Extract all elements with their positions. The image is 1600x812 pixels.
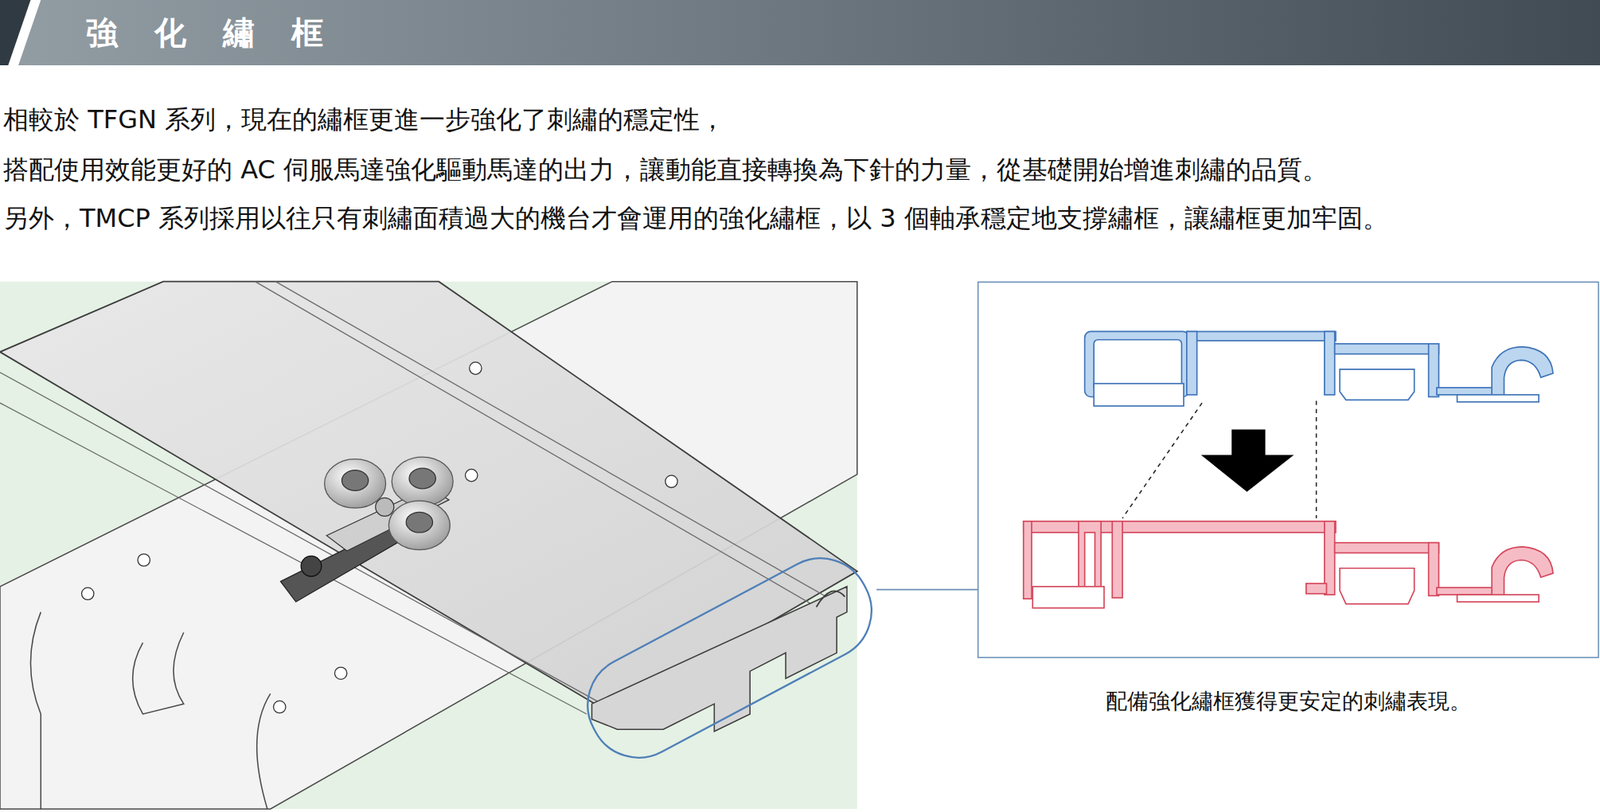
profile-pad xyxy=(1093,383,1184,406)
profile-wall xyxy=(1112,521,1123,598)
new-profile xyxy=(1023,521,1554,609)
bearing-hub xyxy=(341,470,368,492)
bearing-ring xyxy=(388,500,450,551)
table-band xyxy=(0,281,858,809)
dashed-guide xyxy=(1315,401,1318,519)
bearing-hub xyxy=(405,511,433,533)
screw xyxy=(137,554,150,566)
bearing xyxy=(324,456,454,551)
profile-pad xyxy=(1339,568,1415,605)
bearing-hub xyxy=(409,468,436,489)
dashed-guide xyxy=(1122,402,1202,519)
profile-hook xyxy=(1491,347,1554,397)
rail-hook xyxy=(816,590,846,607)
old-profile xyxy=(1084,331,1554,406)
profile-top xyxy=(1023,521,1336,533)
profile-step xyxy=(1334,542,1440,554)
leader-line xyxy=(876,589,978,591)
caption-text: 配備強化繡框獲得更安定的刺繡表現。 xyxy=(977,685,1599,718)
bolt xyxy=(300,555,322,577)
callout-outline xyxy=(570,541,890,776)
body-text: 搭配使用效能更好的 AC 伺服馬達強化驅動馬達的出力，讓動能直接轉換為下針的力量… xyxy=(3,152,1328,188)
bolt xyxy=(375,497,395,516)
profile-top xyxy=(1186,331,1336,341)
green-ground xyxy=(0,281,858,809)
frame-illustration xyxy=(0,281,978,809)
body-text: 相較於 TFGN 系列，現在的繡框更進一步強化了刺繡的穩定性， xyxy=(3,101,726,137)
title-bar-band xyxy=(18,0,1600,66)
screw xyxy=(273,700,286,713)
profile-wall xyxy=(1306,583,1327,594)
screw xyxy=(334,667,347,680)
profile-wall xyxy=(1023,521,1032,599)
screw xyxy=(665,475,678,488)
body-text: 另外，TMCP 系列採用以往只有刺繡面積過大的機台才會運用的強化繡框，以 3 個… xyxy=(3,200,1389,236)
profile-step xyxy=(1334,343,1440,355)
profile-strip xyxy=(1436,387,1499,395)
detail-frame xyxy=(978,281,1599,658)
bearing-ring xyxy=(391,456,453,507)
profile-wall xyxy=(1324,331,1335,395)
profile-pad xyxy=(1339,369,1415,400)
profile-wall xyxy=(1078,521,1101,598)
title-bar xyxy=(0,0,1600,66)
profile-strip xyxy=(1436,587,1499,595)
down-arrow xyxy=(1201,429,1295,492)
rail-end-face xyxy=(591,586,847,732)
screw xyxy=(465,468,478,481)
profile-wall xyxy=(1186,331,1198,395)
profile-pad xyxy=(1032,586,1105,609)
bearing-ring xyxy=(324,459,387,509)
profile-pad xyxy=(1457,394,1540,402)
table-curl xyxy=(30,612,270,809)
rail-groove xyxy=(0,281,832,715)
title-text: 強化繡框 xyxy=(85,0,360,66)
profile-pad xyxy=(1457,594,1540,602)
profile-hollow xyxy=(1084,532,1096,590)
profile-hook xyxy=(1491,546,1554,597)
screw xyxy=(81,587,94,600)
detail-panel xyxy=(978,281,1599,658)
screw xyxy=(469,362,482,375)
screw-marks xyxy=(81,362,679,714)
